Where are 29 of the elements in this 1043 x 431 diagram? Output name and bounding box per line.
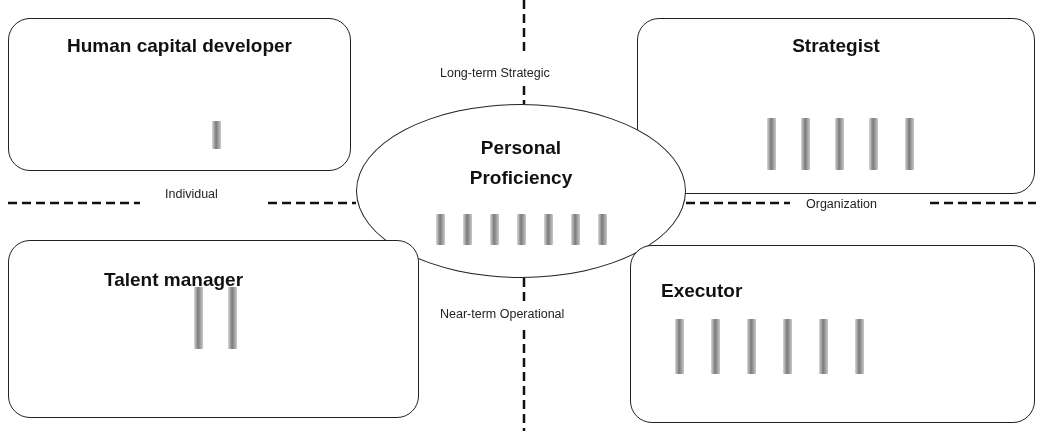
bar-mark xyxy=(490,214,499,245)
role-box xyxy=(8,18,351,171)
bar-mark xyxy=(517,214,526,245)
role-title: Talent manager xyxy=(104,269,244,291)
bar-mark xyxy=(463,214,472,245)
axis-label: Organization xyxy=(803,197,880,211)
role-title: Executor xyxy=(661,280,743,302)
bar-mark xyxy=(783,319,792,374)
bar-mark xyxy=(747,319,756,374)
bar-mark xyxy=(212,121,221,149)
bar-mark xyxy=(571,214,580,245)
bar-mark xyxy=(801,118,810,170)
role-title: Personal Proficiency xyxy=(468,136,574,190)
bar-mark xyxy=(905,118,914,170)
bar-mark xyxy=(869,118,878,170)
bar-mark xyxy=(855,319,864,374)
role-title: Human capital developer xyxy=(66,34,293,58)
role-title: Strategist xyxy=(791,34,881,58)
role-box xyxy=(630,245,1035,423)
bar-mark xyxy=(675,319,684,374)
bar-mark xyxy=(544,214,553,245)
bar-mark xyxy=(835,118,844,170)
bar-mark xyxy=(436,214,445,245)
bar-mark xyxy=(711,319,720,374)
role-box xyxy=(8,240,419,418)
bar-mark xyxy=(767,118,776,170)
role-box xyxy=(637,18,1035,194)
bar-mark xyxy=(819,319,828,374)
bar-mark xyxy=(598,214,607,245)
